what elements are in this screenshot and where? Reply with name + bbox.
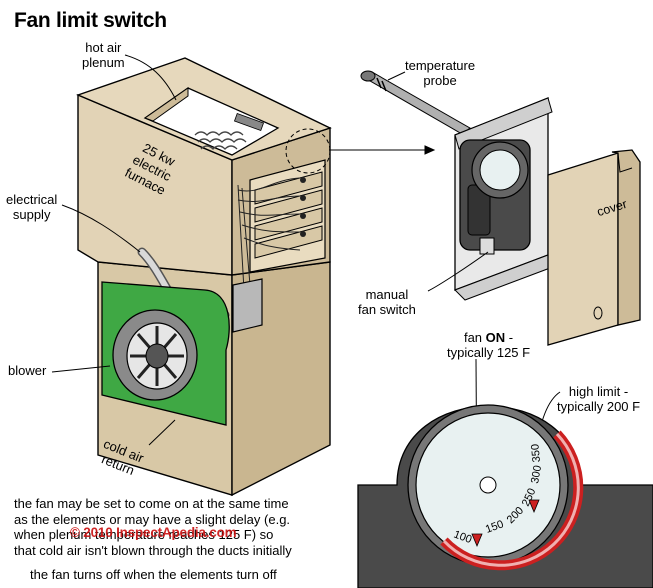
note-line-4: that cold air isn't blown through the du… bbox=[14, 542, 292, 558]
fan-on-prefix: fan bbox=[463, 330, 486, 345]
temperature-probe-line-2: probe bbox=[423, 73, 457, 88]
note-line-3: when plenum temperature reaches 125 F) s… bbox=[14, 527, 274, 542]
dial-closeup: 100 150 200 250 300 350 bbox=[357, 404, 653, 588]
electrical-supply-line-2: supply bbox=[12, 207, 51, 222]
dial-tick-300: 300 bbox=[529, 464, 544, 484]
manual-fan-switch-line-2: fan switch bbox=[358, 302, 416, 317]
high-limit-label: high limit - typically 200 F bbox=[557, 384, 640, 414]
dial-tick-150: 150 bbox=[484, 518, 505, 536]
electrical-supply-label: electrical supply bbox=[6, 192, 57, 222]
high-limit-line-2: typically 200 F bbox=[557, 399, 641, 414]
furnace-cabinet: 25 kw electric furnace bbox=[76, 57, 332, 497]
note-line-2: as the elements or may have a slight del… bbox=[14, 511, 291, 527]
page-title: Fan limit switch bbox=[14, 9, 167, 32]
fan-on-line-2: typically 125 F bbox=[447, 345, 531, 360]
blower-label: blower bbox=[8, 363, 47, 378]
fan-on-label: fan ON - typically 125 F bbox=[447, 330, 530, 360]
note-line-1: the fan may be set to come on at the sam… bbox=[14, 496, 289, 511]
manual-fan-switch-line-1: manual bbox=[365, 287, 409, 302]
high-limit-line-1: high limit - bbox=[568, 384, 629, 399]
electrical-supply-line-1: electrical bbox=[6, 192, 58, 207]
temperature-probe-line-1: temperature bbox=[405, 58, 476, 73]
fan-on-bold: ON bbox=[485, 330, 506, 345]
blower-assembly bbox=[101, 281, 230, 426]
notes-block: the fan may be set to come on at the sam… bbox=[14, 496, 292, 558]
hot-air-plenum-line-2: plenum bbox=[82, 55, 125, 70]
dial-tick-350: 350 bbox=[529, 443, 543, 462]
dial-tick-100: 100 bbox=[452, 529, 473, 547]
fan-on-suffix: - bbox=[505, 330, 514, 345]
manual-fan-switch-label: manual fan switch bbox=[358, 287, 416, 317]
copyright-watermark: © 2010 InspectApedia.com bbox=[70, 525, 237, 540]
hot-air-plenum-label: hot air plenum bbox=[82, 40, 125, 70]
fan-limit-switch-unit: cover bbox=[360, 70, 641, 346]
hot-air-plenum-line-1: hot air bbox=[85, 40, 122, 55]
note-line-5: the fan turns off when the elements turn… bbox=[30, 567, 277, 582]
temperature-probe-label: temperature probe bbox=[405, 58, 475, 88]
